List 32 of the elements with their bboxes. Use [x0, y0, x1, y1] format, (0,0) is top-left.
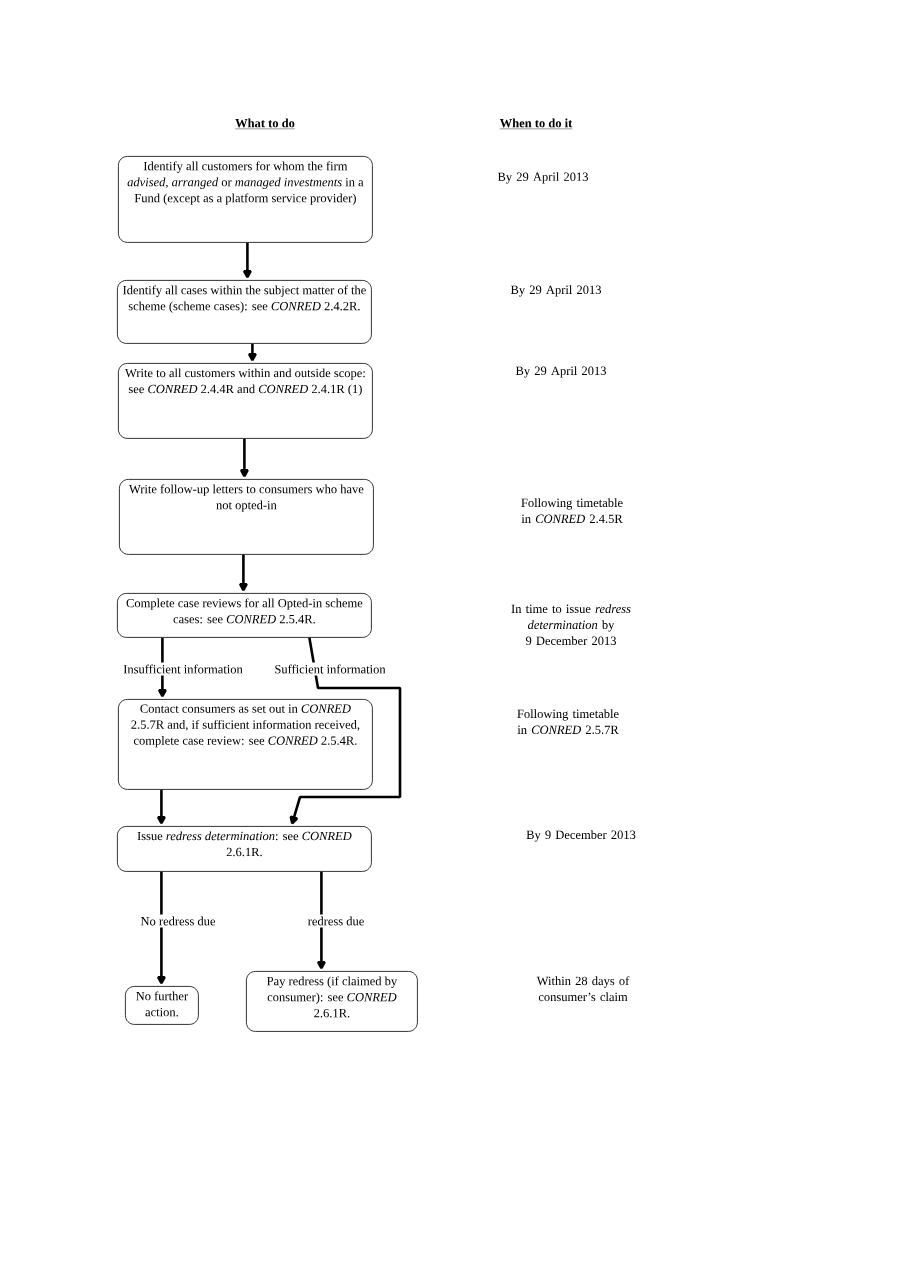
process-box: Contact consumers as set out in CONRED 2.5.7R and, if sufficient information received, complete case review: see CONRED 2.5.4R. — [118, 699, 373, 790]
arrow — [247, 343, 257, 362]
arrow — [157, 637, 167, 698]
deadline-text: By 29 April 2013 — [515, 366, 606, 378]
arrow — [289, 637, 402, 825]
arrow — [239, 438, 249, 478]
deadline-text: In time to issue redress determination by 9 December 2013 — [511, 604, 631, 645]
deadline-text: By 9 December 2013 — [526, 830, 636, 842]
column-heading: What to do — [234, 118, 296, 130]
edge-label: No redress due — [138, 914, 218, 928]
edge-label: redress due — [305, 914, 367, 928]
process-box: Identify all customers for whom the firm advised, arranged or managed investments in a Fund (except as a platform service provider) — [118, 156, 373, 243]
process-box: No further action. — [125, 986, 199, 1025]
process-box: Write to all customers within and outside scope: see CONRED 2.4.4R and CONRED 2.4.1R (1) — [118, 363, 373, 439]
arrow — [316, 871, 326, 970]
process-box: Write follow-up letters to consumers who have not opted-in — [119, 479, 374, 555]
column-heading: When to do it — [499, 118, 573, 130]
edge-label: Insufficient information — [121, 662, 245, 676]
process-box: Complete case reviews for all Opted-in scheme cases: see CONRED 2.5.4R. — [117, 593, 372, 638]
deadline-text: Following timetable in CONRED 2.4.5R — [521, 498, 623, 524]
deadline-text: By 29 April 2013 — [510, 285, 601, 297]
process-box: Identify all cases within the subject matter of the scheme (scheme cases): see CONRED 2.4.2R. — [117, 280, 372, 344]
arrow — [156, 871, 166, 985]
arrow — [242, 242, 252, 279]
deadline-text: By 29 April 2013 — [497, 172, 588, 184]
arrow — [238, 554, 248, 592]
arrow — [156, 789, 166, 825]
process-box: Issue redress determination: see CONRED 2.6.1R. — [117, 826, 372, 872]
deadline-text: Following timetable in CONRED 2.5.7R — [517, 709, 619, 735]
edge-label: Sufficient information — [272, 662, 388, 676]
deadline-text: Within 28 days of consumer’s claim — [536, 976, 630, 1002]
process-box: Pay redress (if claimed by consumer): see CONRED 2.6.1R. — [246, 971, 418, 1032]
